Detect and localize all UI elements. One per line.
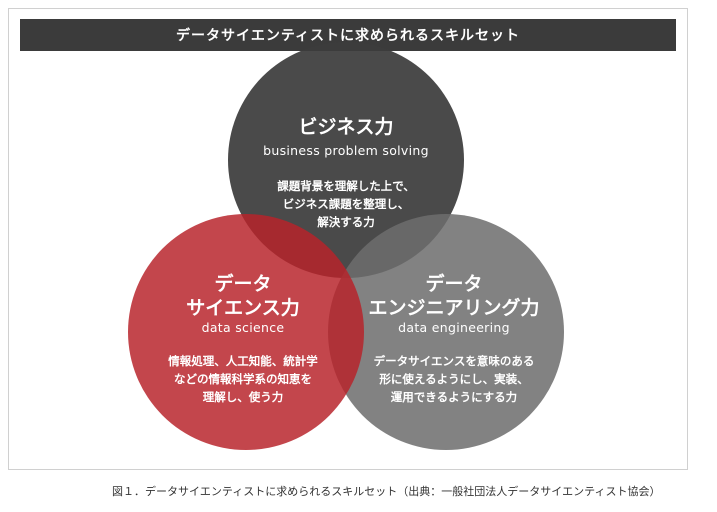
diagram-title: データサイエンティストに求められるスキルセット: [175, 28, 521, 44]
data-science-title: データ サイエンス力: [186, 273, 300, 319]
business-title: ビジネス力: [298, 116, 394, 138]
data-science-circle: [128, 214, 364, 450]
business-description: 課題背景を理解した上で、 ビジネス課題を整理し、 解決する力: [277, 179, 415, 229]
data-engineering-description: データサイエンスを意味のある 形に使えるようにし、実装、 運用できるようにする力: [373, 354, 535, 404]
data-engineering-circle: [328, 214, 564, 450]
data-science-description: 情報処理、人工知能、統計学 などの情報科学系の知恵を 理解し、使う力: [168, 354, 318, 404]
data-science-subtitle: data science: [201, 320, 285, 335]
business-circle: [228, 42, 464, 278]
figure-caption: 図１．データサイエンティストに求められるスキルセット（出典：一般社団法人データサ…: [112, 485, 661, 498]
data-engineering-title: データ エンジニアリング力: [368, 273, 540, 319]
business-subtitle: business problem solving: [263, 143, 429, 158]
data-engineering-subtitle: data engineering: [398, 320, 510, 335]
